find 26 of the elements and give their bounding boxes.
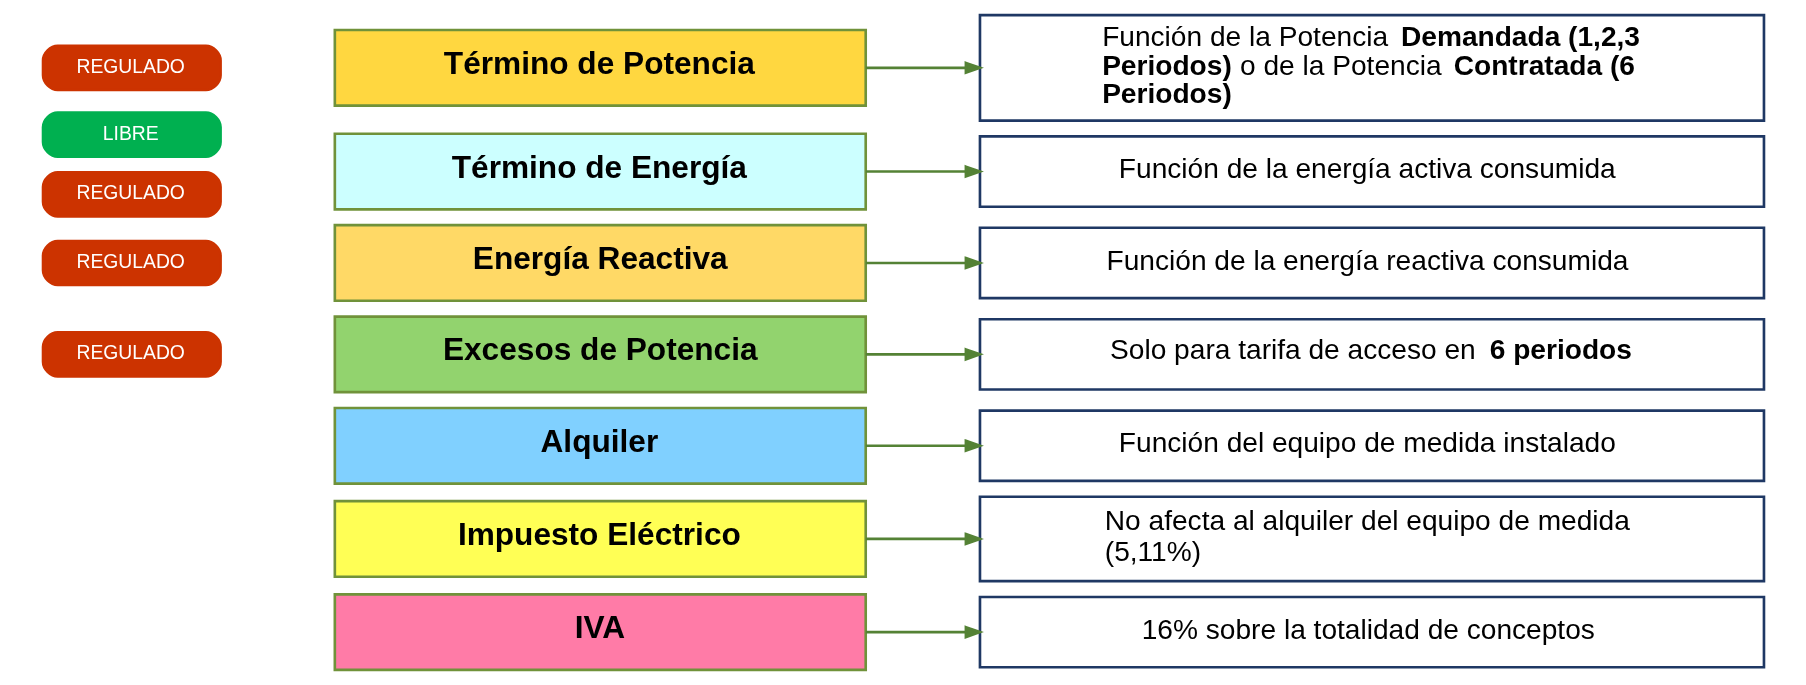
node-box: 16% sobre la totalidad de conceptos: [978, 595, 1765, 669]
node-box: Excesos de Potencia: [333, 315, 867, 394]
node-box: Solo para tarifa de acceso en 6 periodos: [978, 317, 1765, 391]
arrow: [865, 256, 984, 270]
node-box: Impuesto Eléctrico: [333, 499, 867, 579]
arrow: [865, 61, 984, 75]
node-box: REGULADO: [41, 331, 222, 378]
arrow: [865, 532, 984, 546]
node-box: REGULADO: [41, 171, 222, 218]
node-box: Función de la energía reactiva consumida: [978, 226, 1765, 300]
node-box: Energía Reactiva: [333, 223, 867, 303]
arrow: [865, 347, 984, 362]
arrow: [865, 625, 984, 639]
node-box: Término de Energía: [333, 132, 867, 211]
node-box: REGULADO: [41, 239, 222, 287]
node-box: Función de la Potencia Demandada (1,2,3 Periodos) o de la Potencia Contratada (6 Periodos): [978, 13, 1765, 122]
node-box: Alquiler: [333, 406, 867, 485]
node-box: Término de Potencia: [333, 28, 867, 107]
arrow: [865, 164, 984, 179]
node-box: No afecta al alquiler del equipo de medida (5,11%): [978, 495, 1765, 583]
arrow: [865, 439, 984, 453]
node-box: Función de la energía activa consumida: [978, 135, 1765, 209]
node-box: LIBRE: [41, 111, 222, 158]
node-box: REGULADO: [41, 44, 222, 92]
node-box: IVA: [333, 593, 867, 672]
node-box: Función del equipo de medida instalado: [978, 409, 1765, 483]
